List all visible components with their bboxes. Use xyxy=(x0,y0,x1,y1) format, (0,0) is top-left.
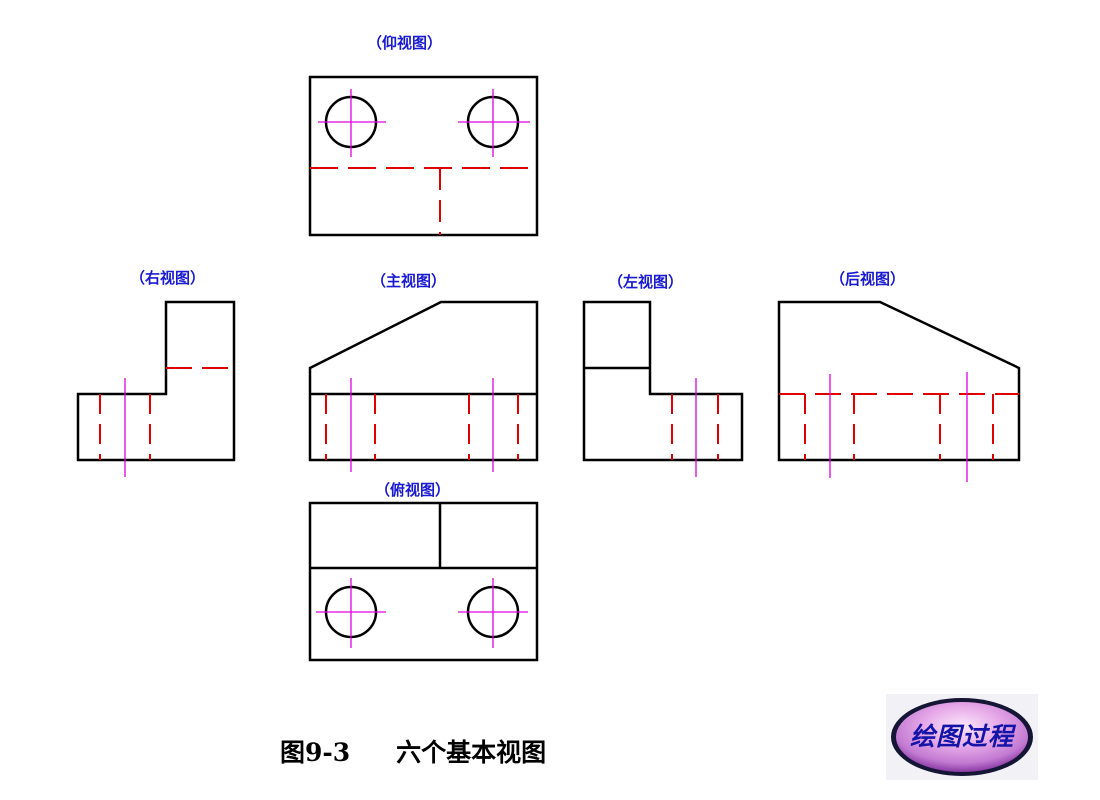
left-view-label: （左视图） xyxy=(608,273,684,291)
front-view xyxy=(308,300,539,472)
rear-view-label: （后视图） xyxy=(830,270,906,288)
figure-number: 图9-3 xyxy=(280,738,351,767)
bottom-view-label: （仰视图） xyxy=(367,34,443,52)
rear-view xyxy=(777,300,1021,482)
left-view xyxy=(582,300,744,477)
top-view xyxy=(308,501,539,662)
right-view-label: （右视图） xyxy=(130,269,206,287)
figure-title: 六个基本视图 xyxy=(396,738,547,767)
drawing-process-button-label: 绘图过程 xyxy=(909,722,1014,751)
rear-view-outline xyxy=(777,300,1021,462)
right-view xyxy=(76,300,236,477)
front-view-label: （主视图） xyxy=(371,272,447,290)
oval-button-icon xyxy=(886,694,1038,780)
right-view-outline xyxy=(76,300,236,462)
front-view-outline xyxy=(308,300,539,462)
figure-caption: 图9-3 六个基本视图 xyxy=(280,733,546,769)
bottom-view xyxy=(308,75,539,237)
left-view-outline xyxy=(582,300,744,462)
drawing-process-button[interactable]: 绘图过程 xyxy=(886,694,1038,780)
bottom-view-outline xyxy=(308,75,539,237)
top-view-outline xyxy=(308,501,539,662)
top-view-label: （俯视图） xyxy=(375,481,451,499)
